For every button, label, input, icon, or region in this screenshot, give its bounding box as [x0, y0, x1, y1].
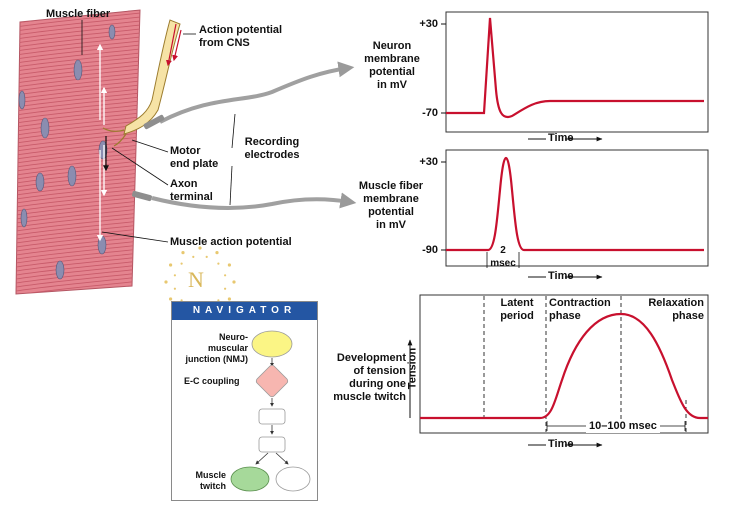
- twitch-duration-label: 10–100 msec: [586, 420, 660, 433]
- tension-graph-frame: [419, 294, 709, 434]
- muscle-action-potential-trace: [446, 156, 704, 252]
- muscle-fiber-label: Muscle fiber: [46, 8, 111, 20]
- nuclei: [18, 24, 116, 280]
- ec-coupling-node: [255, 364, 289, 398]
- muscle-tick-bottom: -90: [422, 244, 438, 256]
- navigator-flowchart: [230, 330, 311, 492]
- ec-coupling-label: E-C coupling: [184, 376, 240, 386]
- neuron-tick-top: +30: [419, 18, 438, 30]
- compass-dot: [169, 297, 173, 301]
- compass-letter: N: [188, 267, 204, 292]
- recording-electrode-2: [151, 192, 357, 210]
- muscle-twitch-trace: [420, 312, 708, 420]
- navigator-title: NAVIGATOR: [172, 302, 317, 320]
- compass-dot: [217, 262, 220, 265]
- tension-xlabel: Time: [548, 438, 574, 450]
- compass-dot: [227, 297, 231, 301]
- recording-electrode-1: [159, 61, 355, 124]
- flow-step-3: [258, 408, 286, 425]
- compass-dot: [180, 299, 183, 302]
- muscle-action-potential-label: Muscle action potential: [170, 236, 292, 248]
- muscle-graph-frame: [445, 149, 709, 267]
- motor-neuron: [123, 19, 181, 135]
- neuron-tick-bottom: -70: [422, 107, 438, 119]
- compass-dot: [224, 274, 227, 277]
- compass-dot: [227, 263, 231, 267]
- compass-dot: [181, 251, 185, 255]
- compass-dot: [164, 280, 168, 284]
- compass-dot: [173, 274, 176, 277]
- compass-dot: [215, 251, 219, 255]
- flow-step-4: [258, 436, 286, 453]
- flow-node-blank: [275, 466, 311, 492]
- muscle-tick-top: +30: [419, 156, 438, 168]
- compass-dot: [173, 287, 176, 290]
- compass-dot: [224, 287, 227, 290]
- compass-dot: [192, 255, 195, 258]
- compass-dot: [205, 255, 208, 258]
- neuron-graph-frame: [445, 11, 709, 133]
- muscle-xlabel: Time: [548, 270, 574, 282]
- compass-dot: [198, 246, 202, 250]
- compass-dot: [180, 262, 183, 265]
- neuron-xlabel: Time: [548, 132, 574, 144]
- neuron-action-potential-trace: [446, 17, 704, 119]
- nmj-node: [251, 330, 293, 358]
- compass-dot: [169, 263, 173, 267]
- compass-dot: [217, 299, 220, 302]
- compass-dot: [232, 280, 236, 284]
- muscle-twitch-node: [230, 466, 270, 492]
